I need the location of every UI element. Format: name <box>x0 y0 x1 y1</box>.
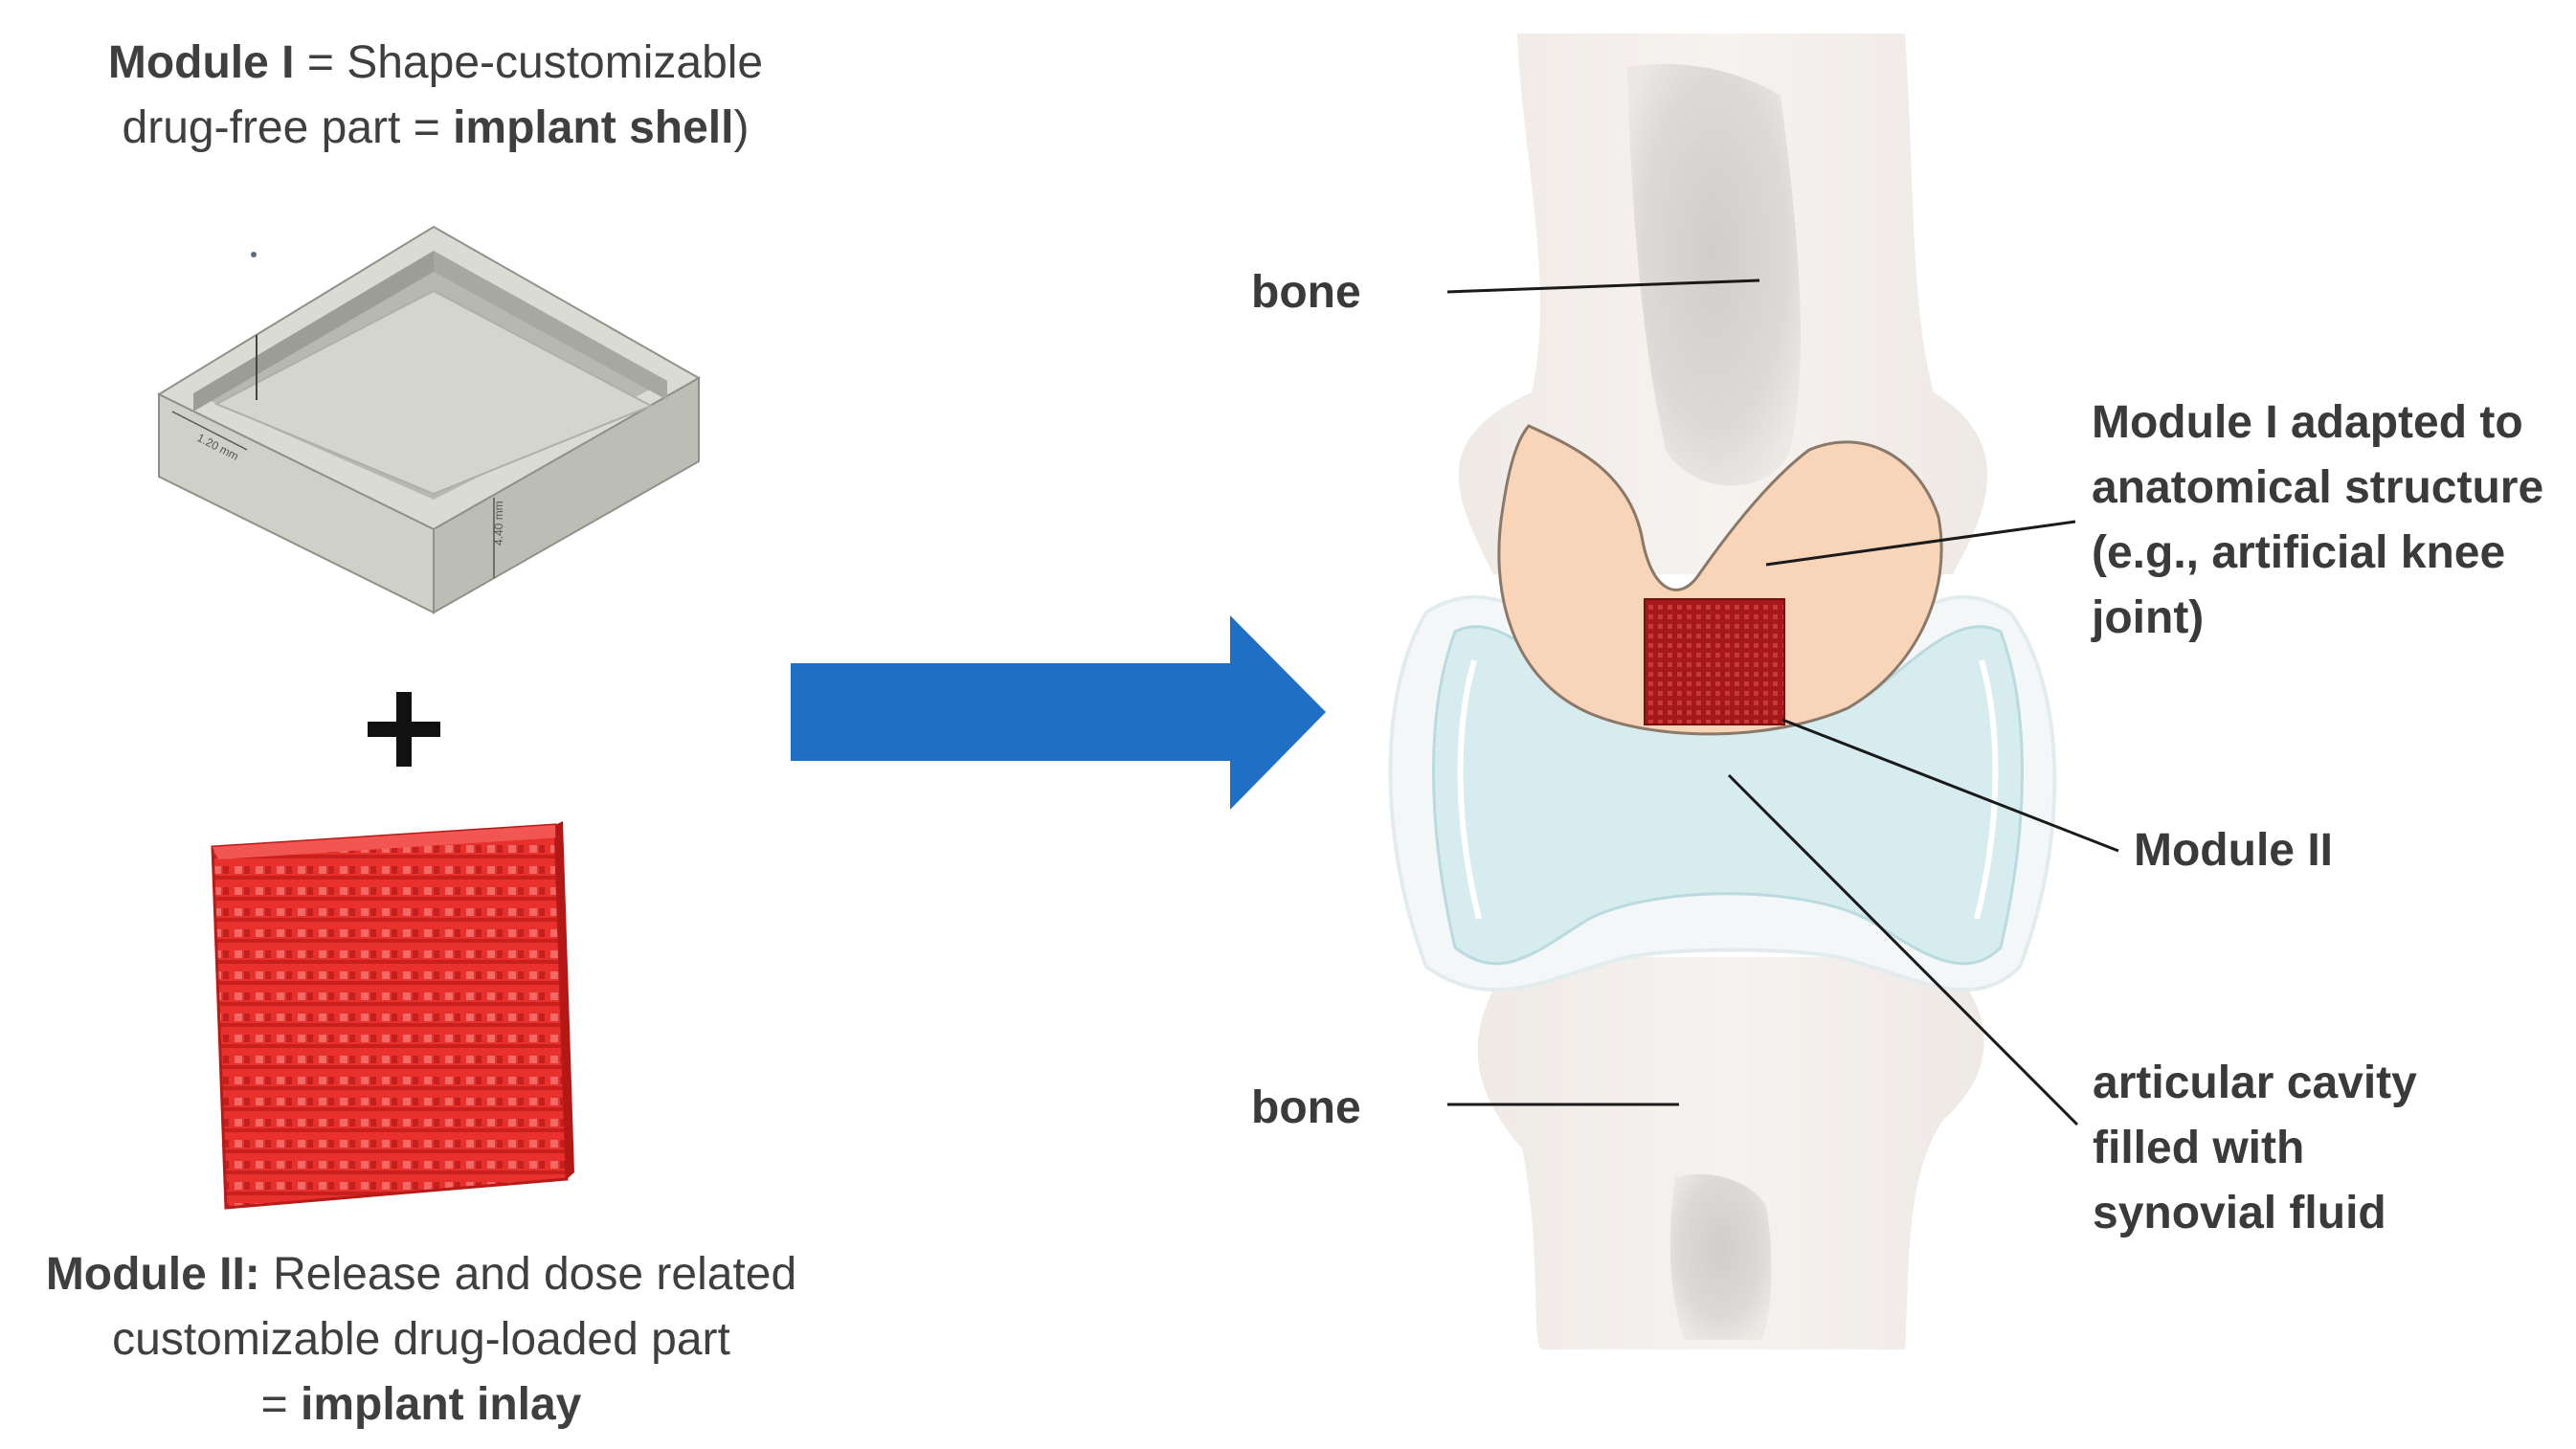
leader-lines <box>1446 279 2119 1126</box>
label-module1-adapted: Module I adapted to anatomical structure… <box>2092 390 2543 651</box>
implant-shell-term: implant shell <box>453 102 734 153</box>
label-cavity-line2: filled with <box>2093 1123 2305 1173</box>
leader-module1 <box>1765 520 2076 567</box>
module2-caption-line3: = implant inlay <box>0 1372 842 1438</box>
plus-sign <box>368 692 440 767</box>
module2-caption: Module II: Release and dose related cust… <box>0 1242 842 1438</box>
module1-desc-end: ) <box>733 102 750 153</box>
module2-caption-line2: customizable drug-loaded part <box>112 1314 730 1365</box>
leader-bone-top <box>1446 279 1760 294</box>
module1-desc-2: drug-free part = <box>122 102 454 153</box>
label-bone-bottom: bone <box>1251 1082 1361 1133</box>
module2-desc-3: = <box>260 1379 301 1430</box>
module2-title: Module II: <box>45 1249 260 1300</box>
label-module2: Module II <box>2134 825 2333 876</box>
label-cavity-line1: articular cavity <box>2093 1058 2417 1108</box>
shell-side-dimension: 4.40 mm <box>492 501 505 546</box>
label-articular-cavity: articular cavity filled with synovial fl… <box>2093 1051 2417 1246</box>
label-cavity-line3: synovial fluid <box>2093 1188 2386 1238</box>
label-module1-line4: joint) <box>2092 592 2205 643</box>
label-module1-line2: anatomical structure <box>2092 462 2544 513</box>
module1-title: Module I <box>107 37 295 88</box>
leader-module2 <box>1781 718 2119 853</box>
module1-desc-1: = Shape-customizable <box>294 37 764 88</box>
module1-caption-line1: Module I = Shape-customizable <box>38 31 833 96</box>
module1-caption: Module I = Shape-customizable drug-free … <box>38 31 833 161</box>
label-module1-line1: Module I adapted to <box>2092 397 2523 448</box>
knee-joint-illustration <box>1388 33 2057 1349</box>
implant-shell-illustration: 1.20 mm 4.40 mm <box>156 225 702 614</box>
label-module1-line3: (e.g., artificial knee <box>2092 527 2506 578</box>
transition-arrow <box>791 615 1326 810</box>
implant-inlay-term: implant inlay <box>300 1379 582 1430</box>
label-bone-top: bone <box>1251 267 1361 318</box>
module1-caption-line2: drug-free part = implant shell) <box>38 96 833 161</box>
implant-inlay-illustration <box>211 821 574 1210</box>
module2-desc-1: Release and dose related <box>259 1249 797 1300</box>
module2-caption-line1: Module II: Release and dose related <box>0 1242 842 1307</box>
leader-cavity <box>1727 773 2079 1126</box>
